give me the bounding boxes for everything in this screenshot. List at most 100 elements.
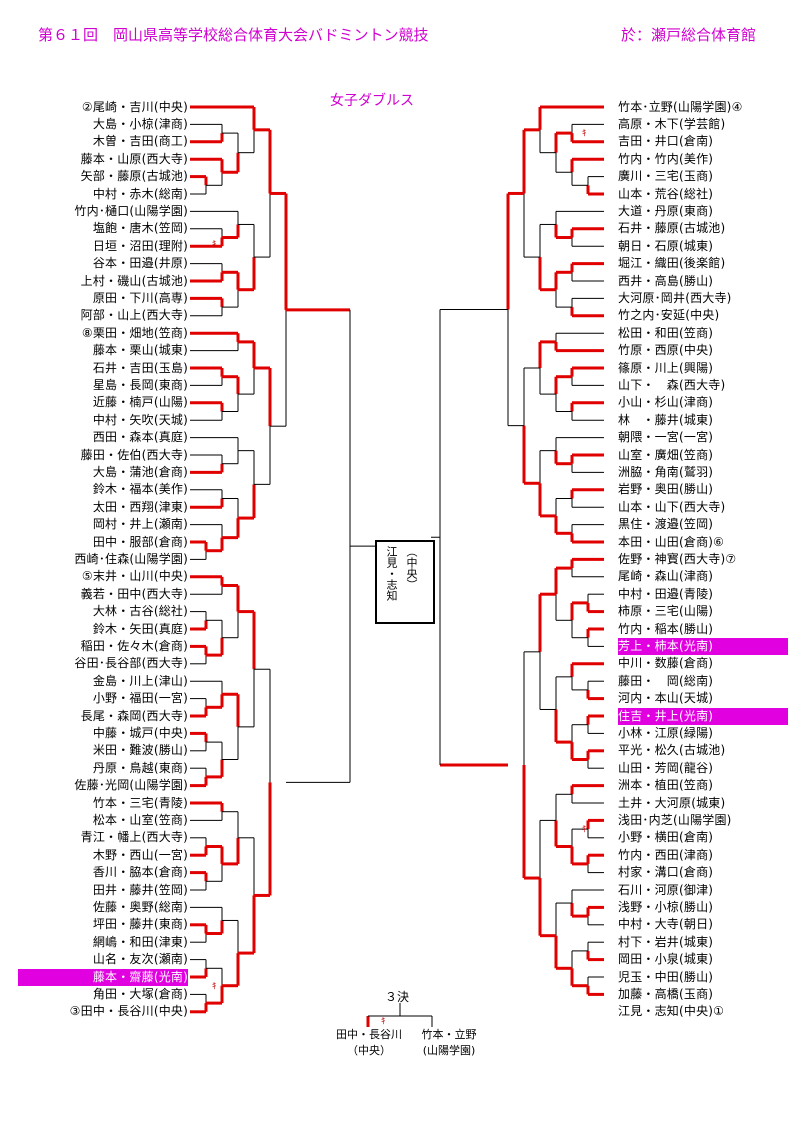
right-entry: 竹内・竹内(美作) <box>618 151 714 166</box>
event-title: 女子ダブルス <box>330 93 414 109</box>
left-entry: 西田・森本(真庭) <box>92 430 188 445</box>
left-entry: 義若・田中(西大寺) <box>80 586 188 601</box>
right-entry: 小林・江原(緑陽) <box>618 725 714 740</box>
right-entry: 洲本・植田(笠商) <box>618 778 714 793</box>
right-entry: 洲脇・角南(鷲羽) <box>618 464 714 479</box>
champion-school: （中央） <box>405 546 418 590</box>
champion-names: 江見・志知 <box>385 546 398 601</box>
left-entry: 藤本・齋藤(光南) <box>18 968 188 986</box>
third-place-right-school: (山陽学園) <box>422 1044 476 1057</box>
left-entry: 角田・大塚(倉商) <box>92 986 188 1001</box>
left-entry: 長尾・森岡(西大寺) <box>80 708 188 723</box>
left-entry: 佐藤･光岡(山陽学園) <box>74 778 188 793</box>
left-entry: 坪田・藤井(東商) <box>92 917 188 932</box>
right-entry: 堀江・織田(後楽館) <box>618 256 726 271</box>
right-entry: 松田・和田(笠商) <box>618 325 714 340</box>
right-entry: 廣川・三宅(玉商) <box>618 169 714 184</box>
left-entry: 小野・福田(一宮) <box>92 691 188 706</box>
note-mark: ｷ <box>212 982 217 992</box>
left-entry: 大林・古谷(総社) <box>92 604 188 619</box>
left-entry: 岡村・井上(瀬南) <box>92 517 188 532</box>
left-entry: 鈴木・矢田(真庭) <box>92 621 188 636</box>
third-place-title: ３決 <box>385 990 410 1004</box>
left-entry: 塩飽・唐木(笠岡) <box>92 221 188 236</box>
right-entry: 竹内・稲本(勝山) <box>618 621 714 636</box>
left-entry: 田井・藤井(笠岡) <box>92 882 188 897</box>
right-entry: 林 ・藤井(城東) <box>618 412 714 427</box>
left-entry: 竹内･樋口(山陽学園) <box>74 203 188 218</box>
right-entry: 藤田・ 岡(総南) <box>618 673 714 688</box>
third-place-left: 田中・長谷川 （中央） <box>332 1027 406 1059</box>
left-entry: 中村・赤木(総南) <box>92 186 188 201</box>
left-entry: 近藤・楠戸(山陽) <box>92 395 188 410</box>
left-entry: 藤本・山原(西大寺) <box>80 151 188 166</box>
venue-label: 於：瀬戸総合体育館 <box>620 26 756 44</box>
right-entry: 江見・志知(中央)① <box>618 1004 725 1019</box>
right-entry: 小野・横田(倉南) <box>618 830 714 845</box>
right-entry: 高原・木下(学芸館) <box>618 116 726 131</box>
left-entry: 日垣・沼田(理附) <box>92 238 188 253</box>
note-mark: ｷ <box>582 825 587 835</box>
left-entry: 田中・服部(倉商) <box>92 534 188 549</box>
right-entry: 芳上・柿本(光南) <box>618 637 788 655</box>
left-entry: 西崎･住森(山陽学園) <box>74 551 188 566</box>
right-entry: 土井・大河原(城東) <box>618 795 726 810</box>
right-entry: 平光・松久(古城池) <box>618 743 726 758</box>
left-entry: 石井・吉田(玉島) <box>92 360 188 375</box>
third-place-right: 竹本・立野 (山陽学園) <box>412 1027 486 1059</box>
left-entry: 大島・小椋(津商) <box>92 116 188 131</box>
right-entry: 岡田・小泉(城東) <box>618 952 714 967</box>
right-entry: 尾崎・森山(津商) <box>618 569 714 584</box>
left-entry: 大島・蒲池(倉商) <box>92 464 188 479</box>
left-entry: 丹原・鳥越(東商) <box>92 760 188 775</box>
right-entry: 河内・本山(天城) <box>618 691 714 706</box>
left-entry: 香川・脇本(倉商) <box>92 865 188 880</box>
left-entry: 米田・難波(勝山) <box>92 743 188 758</box>
right-entry: 中川・数藤(倉商) <box>618 656 714 671</box>
note-mark: ｷ <box>582 129 587 139</box>
note-mark: ｷ <box>212 240 217 250</box>
right-entry: 山本・山下(西大寺) <box>618 499 726 514</box>
left-entry: 上村・磯山(古城池) <box>80 273 188 288</box>
right-entry: 加藤・高橋(玉商) <box>618 986 714 1001</box>
left-entry: 木曽・吉田(商工) <box>92 134 188 149</box>
third-place-left-names: 田中・長谷川 <box>336 1028 402 1041</box>
right-entry: 本田・山田(倉商)⑥ <box>618 534 725 549</box>
right-entry: 石川・河原(御津) <box>618 882 714 897</box>
note-mark: ｷ <box>381 1017 386 1027</box>
left-entry: 藤本・栗山(城東) <box>92 343 188 358</box>
left-entry: 太田・西翔(津東) <box>92 499 188 514</box>
left-entry: 青江・幡上(西大寺) <box>80 830 188 845</box>
left-entry: 木野・西山(一宮) <box>92 847 188 862</box>
left-entry: 松本・山室(笠商) <box>92 812 188 827</box>
right-entry: 山田・芳岡(龍谷) <box>618 760 714 775</box>
third-place-left-school: （中央） <box>347 1044 391 1057</box>
left-entry: 矢部・藤原(古城池) <box>80 169 188 184</box>
champion-box: 江見・志知 （中央） <box>375 540 435 624</box>
left-entry: 藤田・佐伯(西大寺) <box>80 447 188 462</box>
left-entry: 山名・友次(瀬南) <box>92 952 188 967</box>
right-entry: 山本・荒谷(総社) <box>618 186 714 201</box>
left-entry: 星島・長岡(東商) <box>92 377 188 392</box>
right-entry: 黒住・渡邉(笠岡) <box>618 517 714 532</box>
right-entry: 大河原･岡井(西大寺) <box>618 290 732 305</box>
right-entry: 村下・岩井(城東) <box>618 934 714 949</box>
right-entry: 浅田･内芝(山陽学園) <box>618 812 732 827</box>
left-entry: ③田中・長谷川(中央) <box>69 1004 188 1019</box>
right-entry: 竹本･立野(山陽学園)④ <box>618 99 743 114</box>
left-entry: ⑧栗田・畑地(笠商) <box>81 325 188 340</box>
right-entry: 中村・田邉(青陵) <box>618 586 714 601</box>
right-entry: 朝日・石原(城東) <box>618 238 714 253</box>
right-entry: 住吉・井上(光南) <box>618 707 788 725</box>
left-entry: 鈴木・福本(美作) <box>92 482 188 497</box>
right-entry: 村家・溝口(倉商) <box>618 865 714 880</box>
right-entry: 竹内・西田(津商) <box>618 847 714 862</box>
right-entry: 石井・藤原(古城池) <box>618 221 726 236</box>
left-entry: ⑤末井・山川(中央) <box>81 569 188 584</box>
right-entry: 篠原・川上(興陽) <box>618 360 714 375</box>
right-entry: 佐野・神寳(西大寺)⑦ <box>618 551 737 566</box>
left-entry: 阿部・山上(西大寺) <box>80 308 188 323</box>
tournament-title: 第６１回 岡山県高等学校総合体育大会バドミントン競技 <box>38 26 429 44</box>
third-place-right-names: 竹本・立野 <box>421 1028 477 1041</box>
